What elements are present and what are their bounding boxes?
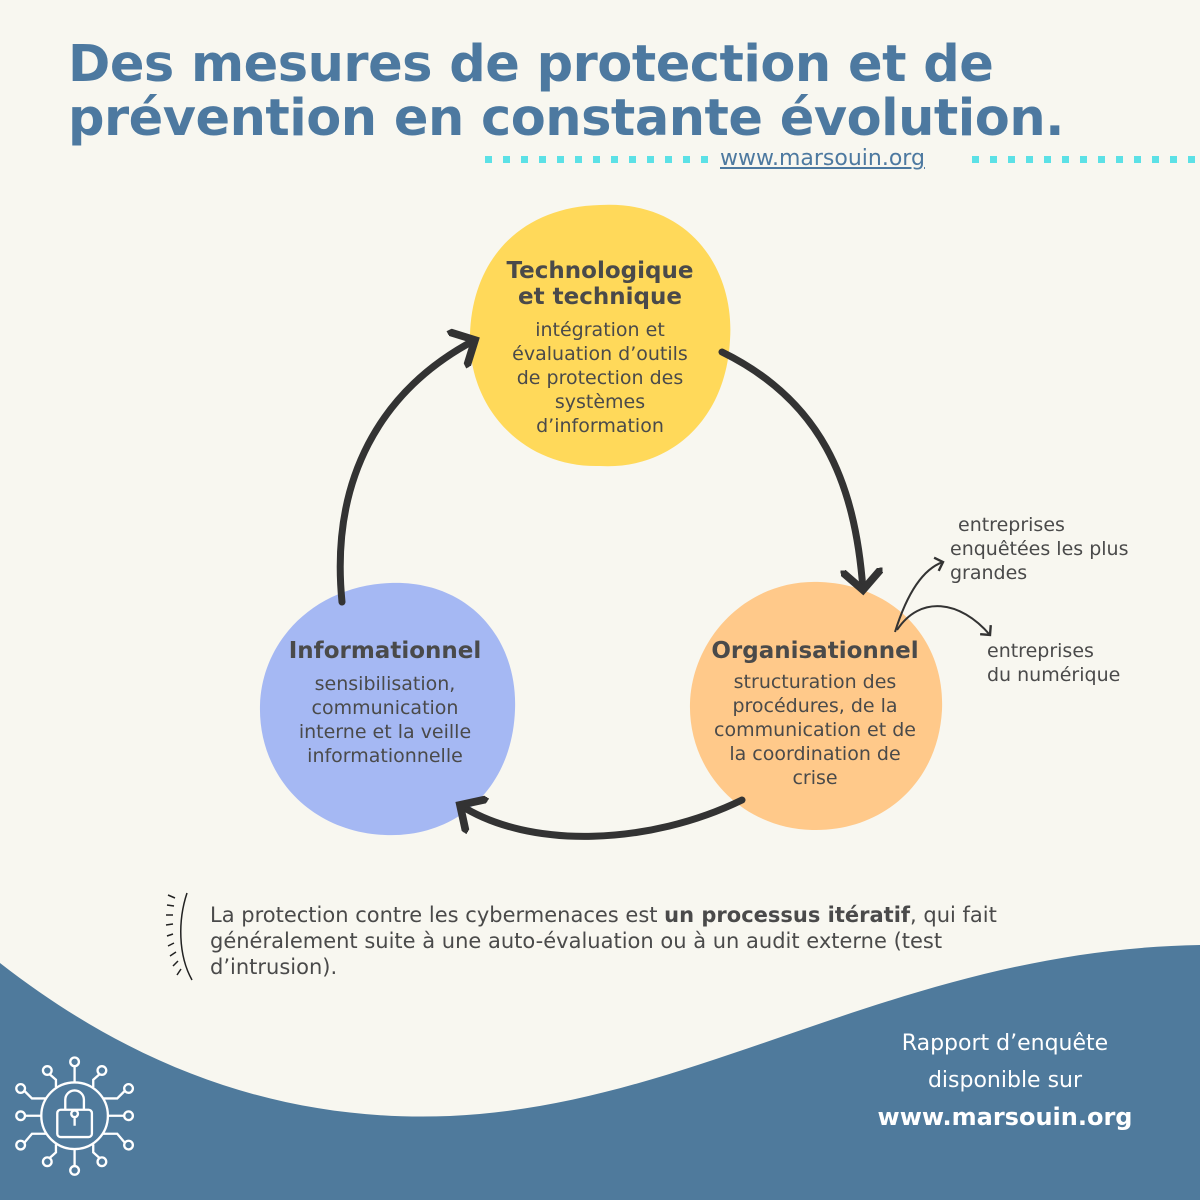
blob-technical	[469, 204, 731, 467]
key-statement: La protection contre les cybermenaces es…	[210, 903, 997, 979]
report-line-2: disponible sur	[927, 1068, 1083, 1093]
cycle-informational: Informationnel sensibilisation,communica…	[265, 638, 505, 768]
arrow-tech-to-org	[718, 348, 863, 590]
blob-organisational	[689, 581, 943, 831]
annotation-arrow-largest	[894, 556, 945, 633]
title-line-2: prévention en constante évolution.	[68, 89, 1065, 148]
report-callout: Rapport d’enquête disponible sur www.mar…	[850, 1025, 1160, 1137]
dotted-divider-right	[972, 156, 1200, 163]
blob-informational	[259, 582, 516, 836]
annotation-arrow-digital	[896, 605, 992, 637]
website-link[interactable]: www.marsouin.org	[720, 146, 925, 171]
report-url[interactable]: www.marsouin.org	[877, 1103, 1133, 1131]
bottom-wave	[0, 945, 1200, 1200]
cycle-title: Organisationnel	[711, 638, 919, 664]
report-line-1: Rapport d’enquête	[901, 1031, 1109, 1056]
dotted-divider-left	[485, 156, 713, 163]
arrow-info-to-tech	[336, 340, 475, 606]
quote-mark-decoration	[165, 892, 193, 981]
title-line-1: Des mesures de protection et de	[68, 35, 994, 94]
network-lock-icon	[15, 1056, 135, 1176]
arrow-org-to-info	[460, 800, 746, 840]
cycle-title: Informationnel	[288, 638, 482, 664]
